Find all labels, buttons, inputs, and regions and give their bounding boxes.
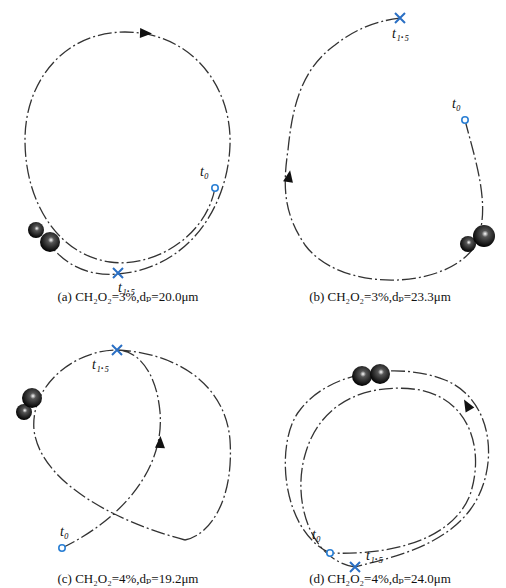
direction-arrow [155, 436, 165, 448]
trajectory [285, 371, 488, 567]
time-label: t₁.₅ [366, 548, 383, 563]
panel-caption: (d) CH₂O₂=4%,dₚ=24.0μm [309, 572, 451, 586]
direction-arrow [460, 397, 475, 412]
particle [40, 232, 60, 252]
time-label: t₁.₅ [92, 357, 109, 372]
time-label: t₀ [60, 524, 69, 539]
start-dot [59, 545, 65, 551]
particle [473, 225, 495, 247]
trajectory [34, 350, 231, 548]
direction-arrow [283, 169, 295, 183]
panel-caption: (c) CH₂O₂=4%,dₚ=19.2μm [58, 572, 199, 586]
time-label: t₀ [312, 527, 321, 542]
panel-caption: (b) CH₂O₂=3%,dₚ=23.3μm [309, 290, 451, 304]
trajectory [301, 388, 476, 567]
start-dot [462, 117, 468, 123]
particle [22, 388, 42, 408]
start-dot [212, 185, 218, 191]
time-label: t₁.₅ [392, 26, 409, 41]
particle [370, 364, 390, 384]
trajectory [285, 18, 482, 280]
time-label: t₀ [200, 164, 209, 179]
trajectory [25, 32, 230, 274]
start-dot [327, 550, 333, 556]
end-cross [395, 13, 405, 23]
particle [28, 222, 44, 238]
particle [352, 366, 372, 386]
panel-caption: (a) CH₂O₂=3%,dₚ=20.0μm [58, 290, 199, 304]
direction-arrow [140, 28, 152, 38]
end-cross [350, 562, 360, 572]
time-label: t₀ [452, 96, 461, 111]
end-cross [113, 268, 123, 278]
end-cross [112, 345, 122, 355]
